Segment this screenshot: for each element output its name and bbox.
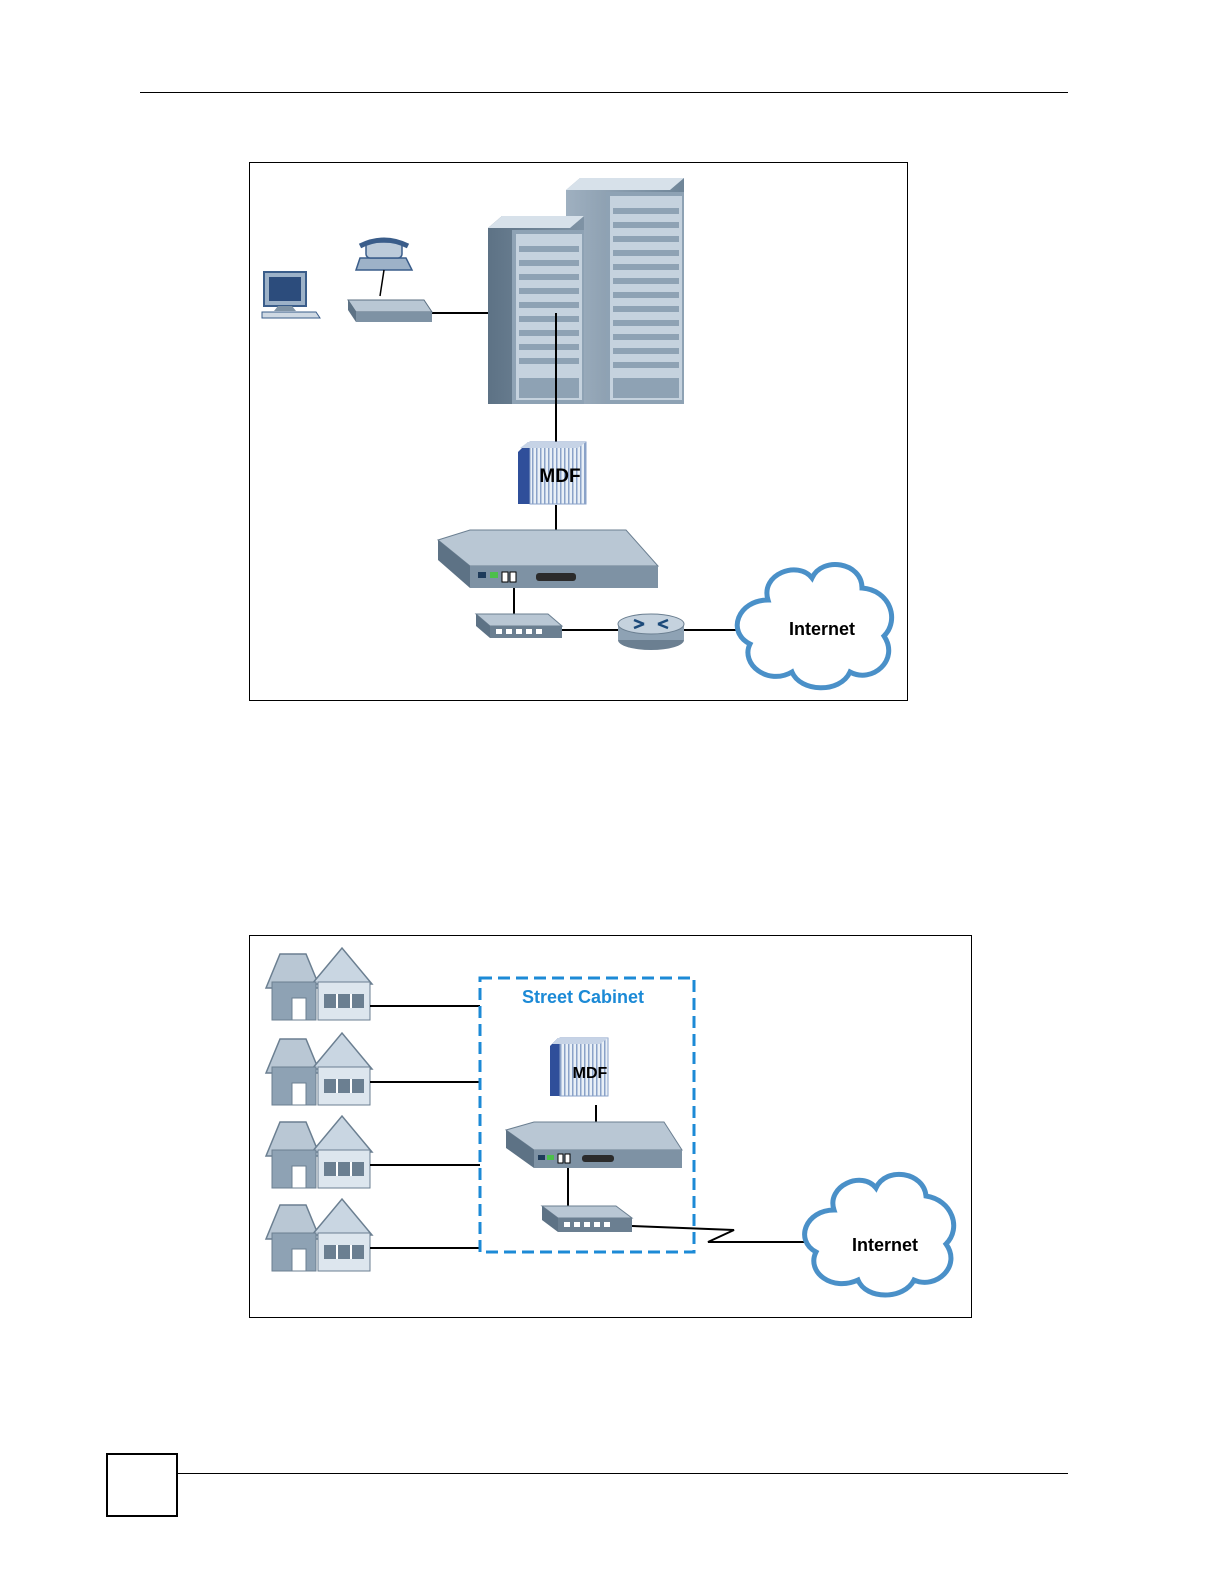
internet-label: Internet bbox=[852, 1235, 918, 1255]
mdf-label: MDF bbox=[573, 1065, 608, 1082]
house-icon bbox=[266, 1033, 372, 1105]
mdf-icon: MDF bbox=[550, 1038, 608, 1096]
link-switch-to-internet bbox=[632, 1226, 808, 1242]
house-icon bbox=[266, 1116, 372, 1188]
page-number-box bbox=[106, 1453, 178, 1517]
ethernet-switch-icon bbox=[542, 1206, 632, 1232]
street-cabinet-label: Street Cabinet bbox=[522, 987, 644, 1007]
house-icon bbox=[266, 948, 372, 1020]
dslam-icon bbox=[506, 1122, 682, 1168]
internet-cloud-icon: Internet bbox=[805, 1174, 954, 1295]
house-icon bbox=[266, 1199, 372, 1271]
footer-rule bbox=[178, 1473, 1068, 1474]
